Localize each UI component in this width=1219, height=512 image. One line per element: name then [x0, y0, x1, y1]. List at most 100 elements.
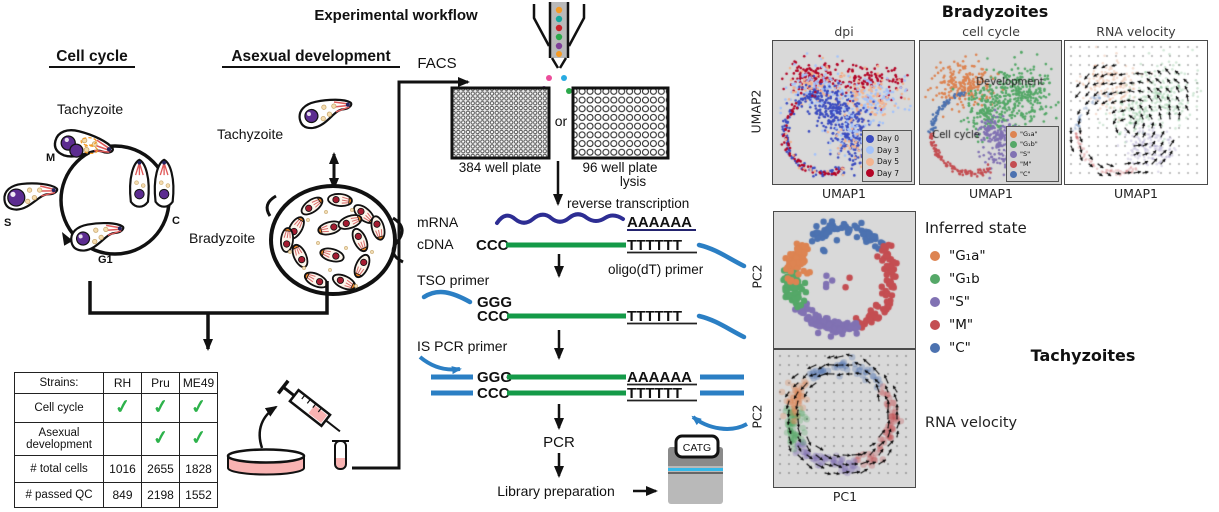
- tachy-states-panel: [773, 211, 916, 349]
- legend-entry: "C": [925, 336, 1027, 359]
- brady-cellcycle-panel: "G₁a" "G₁b" "S" "M" "C": [919, 40, 1062, 185]
- legend-dot: [866, 157, 874, 166]
- legend-entry: "G₁b: [925, 267, 1027, 290]
- legend-label: "G₁b": [1020, 140, 1038, 148]
- table-row: Asexual development ✓ ✓: [14, 422, 218, 456]
- bradyzoites-title: Bradyzoites: [941, 2, 1049, 21]
- legend-dot: [1010, 170, 1017, 178]
- legend-dot: [1010, 140, 1017, 148]
- brady-xlabel-3: UMAP1: [1114, 186, 1158, 201]
- table-header-cell: ME49: [179, 372, 218, 394]
- plate96-label: 96 well plate: [582, 160, 657, 175]
- legend-label: "M": [949, 316, 974, 333]
- checkmark-icon: ✓: [189, 426, 208, 450]
- lysis-label: lysis: [620, 174, 646, 189]
- legend-entry: "S": [1010, 150, 1055, 158]
- table-cell: ✓: [141, 422, 180, 456]
- table-cell: ✓: [179, 422, 218, 456]
- svg-text:CCC: CCC: [476, 237, 509, 254]
- asexual-development-diagram: Tachyzoite Bradyzoite: [189, 93, 404, 296]
- mrna-label: mRNA: [417, 214, 459, 230]
- plate-96-icon: [571, 86, 670, 160]
- legend-entry: "G₁a": [925, 244, 1027, 267]
- culture-dish-icon: [226, 448, 306, 476]
- svg-text:AAAAAA: AAAAAA: [627, 369, 692, 386]
- tachy-velocity-plot: [774, 350, 915, 487]
- table-row-label: Cell cycle: [14, 393, 104, 423]
- legend-dot: [930, 250, 940, 261]
- legend-entry: "M": [1010, 160, 1055, 168]
- tachyzoite-label-dev: Tachyzoite: [217, 126, 283, 142]
- legend-entry: Day 7: [866, 169, 908, 178]
- flowcell-label: CATG: [683, 442, 711, 454]
- tachy-ylabel-1: PC2: [749, 264, 765, 289]
- svg-text:CCC: CCC: [477, 385, 510, 402]
- reverse-transcription-label: reverse transcription: [567, 196, 689, 211]
- legend-title: Inferred state: [925, 219, 1027, 237]
- cellcycle-legend: "G₁a" "G₁b" "S" "M" "C": [1006, 126, 1059, 182]
- legend-label: "M": [1020, 160, 1032, 168]
- brady-velocity-plot: [1065, 41, 1207, 184]
- cell-cycle-heading: Cell cycle: [49, 48, 135, 68]
- dish-to-syringe-arrow: [258, 405, 278, 449]
- svg-text:TTTTTT: TTTTTT: [627, 385, 682, 402]
- legend-entry: "G₁b": [1010, 140, 1055, 148]
- legend-entry: Day 0: [866, 134, 908, 143]
- stage-label-m: M: [46, 152, 55, 164]
- legend-entry: "S": [925, 290, 1027, 313]
- svg-text:GGG: GGG: [477, 369, 512, 386]
- brady-xlabel-2: UMAP1: [969, 186, 1013, 201]
- table-header-cell: Pru: [141, 372, 180, 394]
- legend-entry: "G₁a": [1010, 130, 1055, 138]
- experimental-workflow-heading: Experimental workflow: [314, 7, 478, 24]
- table-cell: ✓: [103, 393, 142, 423]
- brady-ylabel: UMAP2: [748, 89, 764, 134]
- asexual-development-heading: Asexual development: [222, 48, 400, 68]
- legend-label: "S": [1020, 150, 1031, 158]
- bradyzoite-cells: [279, 192, 388, 294]
- legend-entry: "C": [1010, 170, 1055, 178]
- s-phase-cell: [1, 179, 60, 212]
- facs-connector-arrow: [352, 77, 470, 470]
- facs-label: FACS: [417, 55, 456, 72]
- legend-dot: [866, 169, 874, 178]
- table-cell: 1828: [179, 455, 218, 483]
- facs-sorter-icon: [532, 2, 586, 94]
- legend-entry: "M": [925, 313, 1027, 336]
- tachy-xlabel: PC1: [832, 489, 858, 504]
- cdna-diagram: mRNA cDNA AAAAAA CCC TTTTTT oligo(dT) pr…: [417, 212, 748, 499]
- legend-label: Day 3: [877, 145, 899, 155]
- panel-title-rnavelocity: RNA velocity: [1096, 24, 1176, 39]
- plate384-label: 384 well plate: [459, 160, 542, 175]
- table-row-label: # total cells: [14, 455, 104, 483]
- table-cell: 1016: [103, 455, 142, 483]
- legend-label: "C": [1020, 170, 1031, 178]
- m-phase-cell: [51, 125, 117, 168]
- inferred-state-legend: Inferred state "G₁a" "G₁b "S" "M" "C": [925, 219, 1027, 359]
- checkmark-icon: ✓: [113, 395, 132, 419]
- svg-text:GGG: GGG: [477, 294, 512, 311]
- svg-text:CCC: CCC: [477, 308, 510, 325]
- legend-label: "G₁b: [949, 270, 980, 287]
- c-phase-cell: [129, 158, 175, 208]
- tachy-states-plot: [774, 212, 915, 348]
- table-cell: 849: [103, 482, 142, 508]
- stage-label-c: C: [172, 215, 180, 227]
- table-cell: 1552: [179, 482, 218, 508]
- legend-dot: [930, 319, 940, 330]
- table-row-label: Asexual development: [14, 422, 104, 456]
- plate-384-icon: [450, 86, 551, 160]
- table-cell: ✓: [141, 393, 180, 423]
- table-cell: ✓: [179, 393, 218, 423]
- brady-dpi-panel: Day 0 Day 3 Day 5 Day 7: [772, 40, 915, 185]
- tube-icon: [332, 440, 349, 470]
- panel-title-cellcycle: cell cycle: [962, 24, 1020, 39]
- legend-entry: Day 5: [866, 157, 908, 166]
- g1-phase-cell: [67, 217, 128, 254]
- legend-dot: [930, 342, 940, 353]
